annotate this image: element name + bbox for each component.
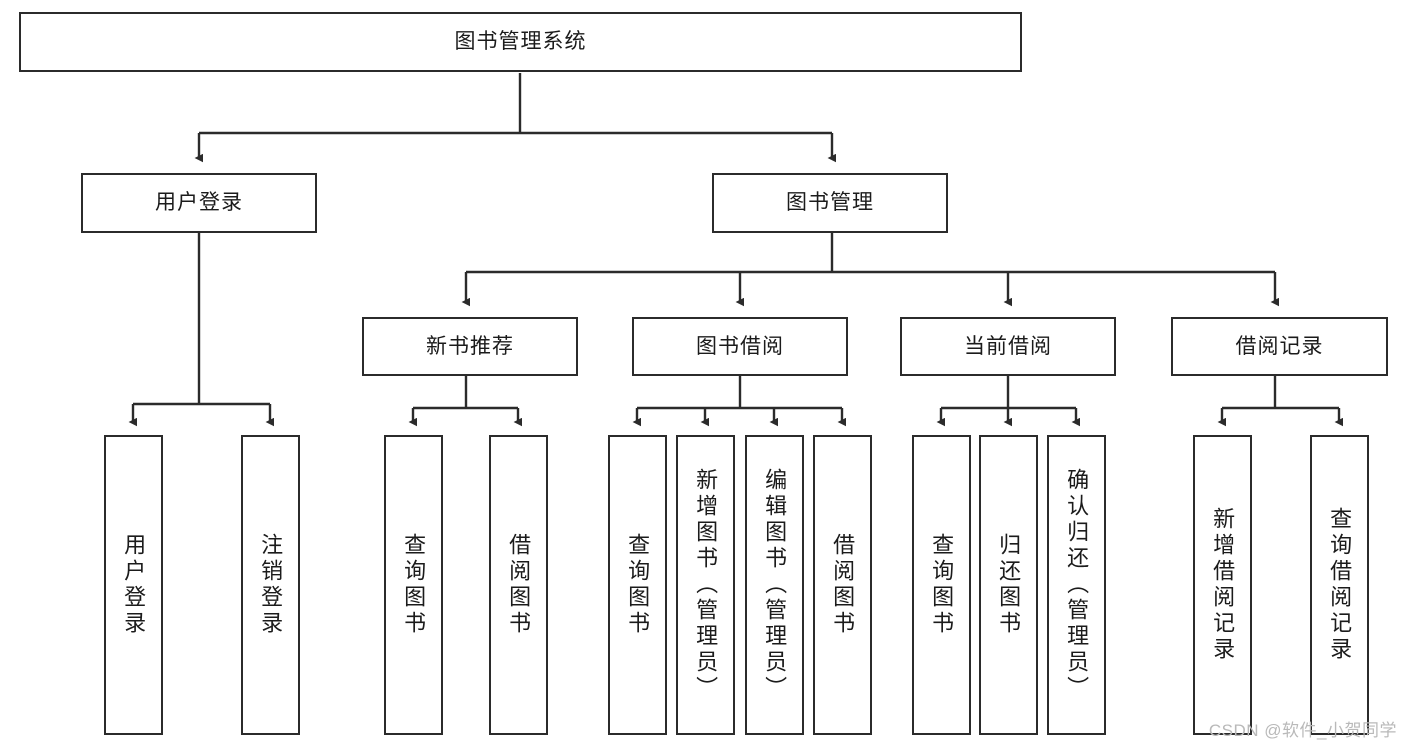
node-label: 用户登录	[155, 191, 243, 215]
node-label: 借阅图书	[830, 533, 856, 637]
node-label: 查询图书	[401, 533, 427, 637]
leaf-edit-book-admin[interactable]: 编辑图书（管理员）	[745, 435, 804, 735]
leaf-user-login[interactable]: 用户登录	[104, 435, 163, 735]
node-user-login[interactable]: 用户登录	[81, 173, 317, 233]
node-label: 确认归还（管理员）	[1064, 468, 1090, 702]
node-label: 借阅图书	[506, 533, 532, 637]
node-label: 归还图书	[996, 533, 1022, 637]
node-label: 图书管理系统	[454, 30, 587, 54]
leaf-add-book-admin[interactable]: 新增图书（管理员）	[676, 435, 735, 735]
node-book-management[interactable]: 图书管理	[712, 173, 948, 233]
node-label: 借阅记录	[1235, 334, 1324, 358]
node-label: 查询借阅记录	[1327, 507, 1353, 663]
node-label: 查询图书	[625, 533, 651, 637]
leaf-borrow-book[interactable]: 借阅图书	[813, 435, 872, 735]
node-label: 图书管理	[786, 191, 874, 215]
leaf-query-borrow-record[interactable]: 查询借阅记录	[1310, 435, 1369, 735]
leaf-add-borrow-record[interactable]: 新增借阅记录	[1193, 435, 1252, 735]
leaf-query-book-newbook[interactable]: 查询图书	[384, 435, 443, 735]
leaf-return-book[interactable]: 归还图书	[979, 435, 1038, 735]
node-borrow-record[interactable]: 借阅记录	[1171, 317, 1388, 376]
node-label: 新增图书（管理员）	[693, 468, 719, 702]
node-label: 编辑图书（管理员）	[762, 468, 788, 702]
node-book-borrow[interactable]: 图书借阅	[632, 317, 848, 376]
node-label: 新书推荐	[426, 334, 514, 358]
node-root-book-management-system[interactable]: 图书管理系统	[19, 12, 1022, 72]
node-label: 用户登录	[121, 533, 147, 637]
leaf-query-book-current[interactable]: 查询图书	[912, 435, 971, 735]
csdn-watermark: CSDN @软件_小贺同学	[1208, 721, 1397, 740]
node-current-borrow[interactable]: 当前借阅	[900, 317, 1116, 376]
node-label: 查询图书	[929, 533, 955, 637]
node-label: 注销登录	[258, 533, 284, 637]
node-label: 图书借阅	[696, 334, 784, 358]
node-label: 当前借阅	[964, 334, 1052, 358]
node-label: 新增借阅记录	[1210, 507, 1236, 663]
leaf-borrow-book-newbook[interactable]: 借阅图书	[489, 435, 548, 735]
node-new-book-recommend[interactable]: 新书推荐	[362, 317, 578, 376]
leaf-logout[interactable]: 注销登录	[241, 435, 300, 735]
leaf-confirm-return-admin[interactable]: 确认归还（管理员）	[1047, 435, 1106, 735]
leaf-query-book-borrow[interactable]: 查询图书	[608, 435, 667, 735]
